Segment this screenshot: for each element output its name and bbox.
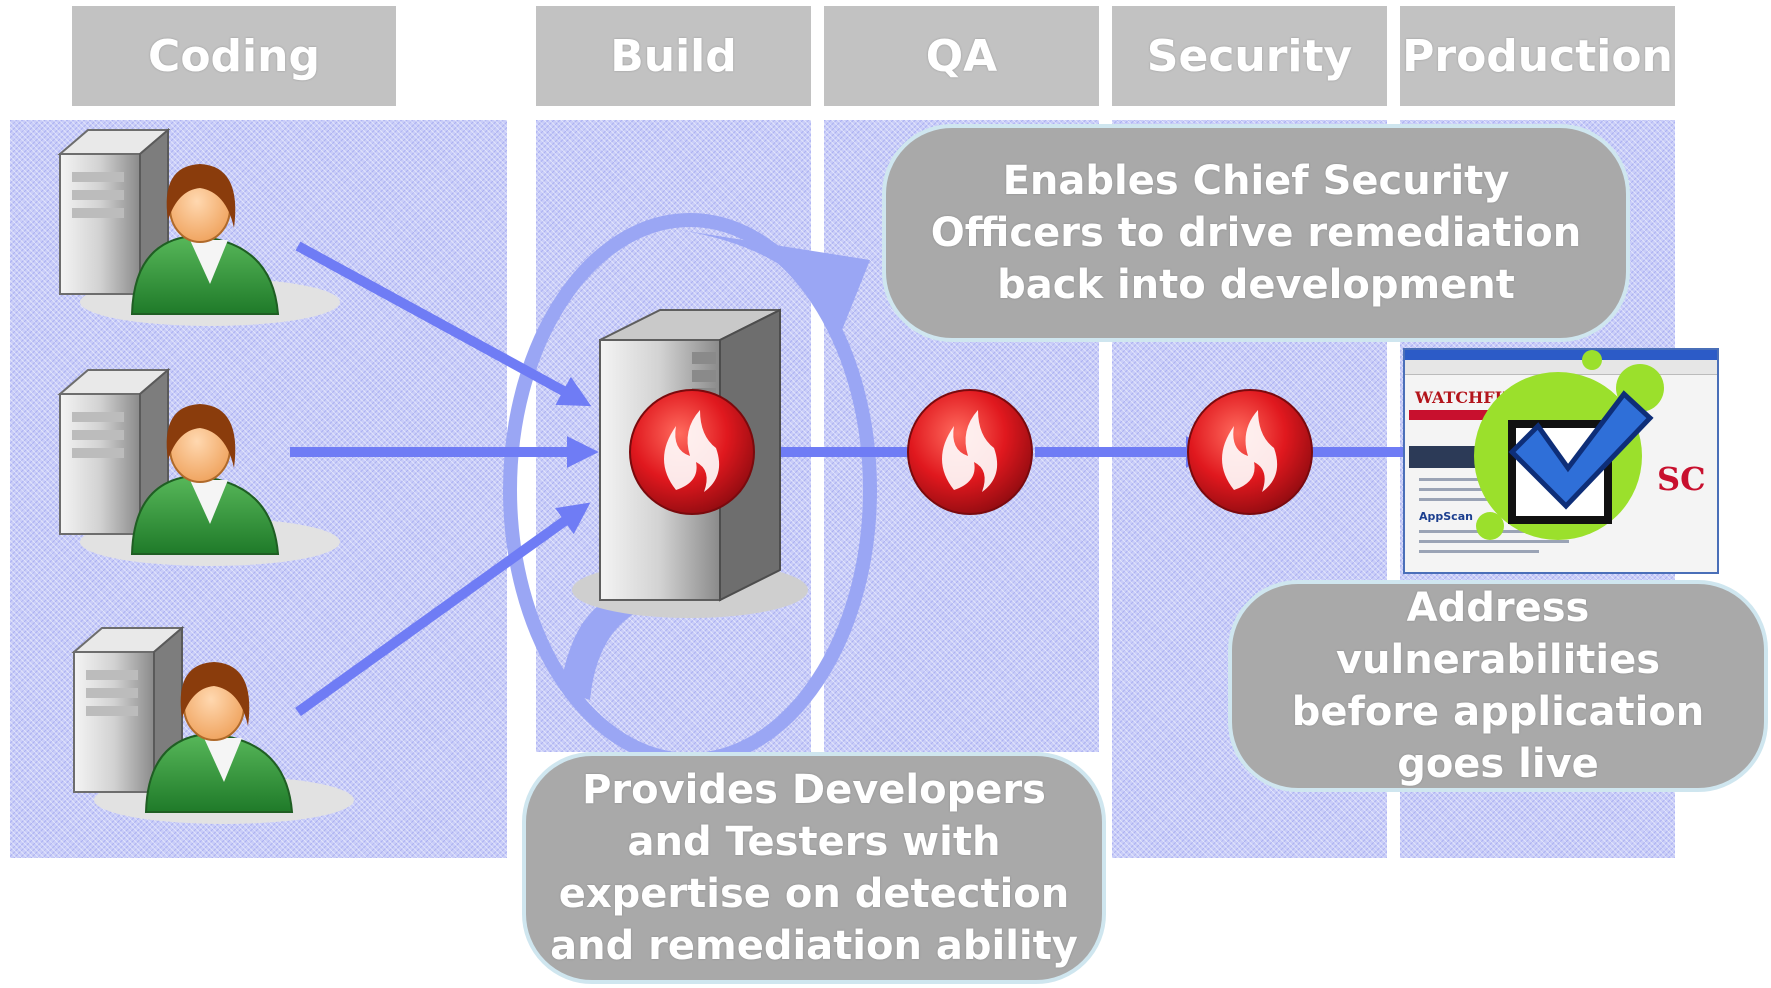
callout-developers: Provides Developers and Testers with exp… — [522, 752, 1106, 984]
screenshot-text-line — [1419, 478, 1569, 481]
workstation-user-icon — [71, 625, 354, 824]
screenshot-product: AppScan — [1419, 510, 1473, 523]
screenshot-badge: SC — [1657, 460, 1706, 498]
screenshot-text-line — [1419, 530, 1579, 533]
flow-arrows — [290, 241, 1453, 717]
web-app-screenshot: WATCHFIRE AppScan SC — [1403, 348, 1719, 574]
screenshot-banner — [1409, 446, 1529, 468]
scan-flame-icon — [1187, 389, 1313, 515]
build-server-icon — [572, 308, 808, 618]
stage-header-coding: Coding — [72, 6, 396, 106]
callout-production: Address vulnerabilities before applicati… — [1228, 580, 1768, 792]
screenshot-text-line — [1419, 488, 1549, 491]
screenshot-brand: WATCHFIRE — [1415, 388, 1528, 407]
stage-header-production: Production — [1400, 6, 1675, 106]
stage-header-build: Build — [536, 6, 811, 106]
scan-flame-icon — [629, 389, 755, 515]
scan-flame-icon — [907, 389, 1033, 515]
stage-header-qa: QA — [824, 6, 1099, 106]
workstation-user-icon — [57, 367, 340, 566]
screenshot-toolbar — [1405, 360, 1717, 375]
screenshot-nav-bar — [1409, 410, 1599, 420]
screenshot-text-line — [1419, 540, 1569, 543]
callout-cso: Enables Chief Security Officers to drive… — [882, 124, 1630, 342]
screenshot-text-line — [1419, 550, 1539, 553]
workstation-user-icon — [57, 127, 340, 326]
screenshot-text-line — [1419, 498, 1559, 501]
screenshot-titlebar — [1405, 350, 1717, 360]
stage-header-security: Security — [1112, 6, 1387, 106]
